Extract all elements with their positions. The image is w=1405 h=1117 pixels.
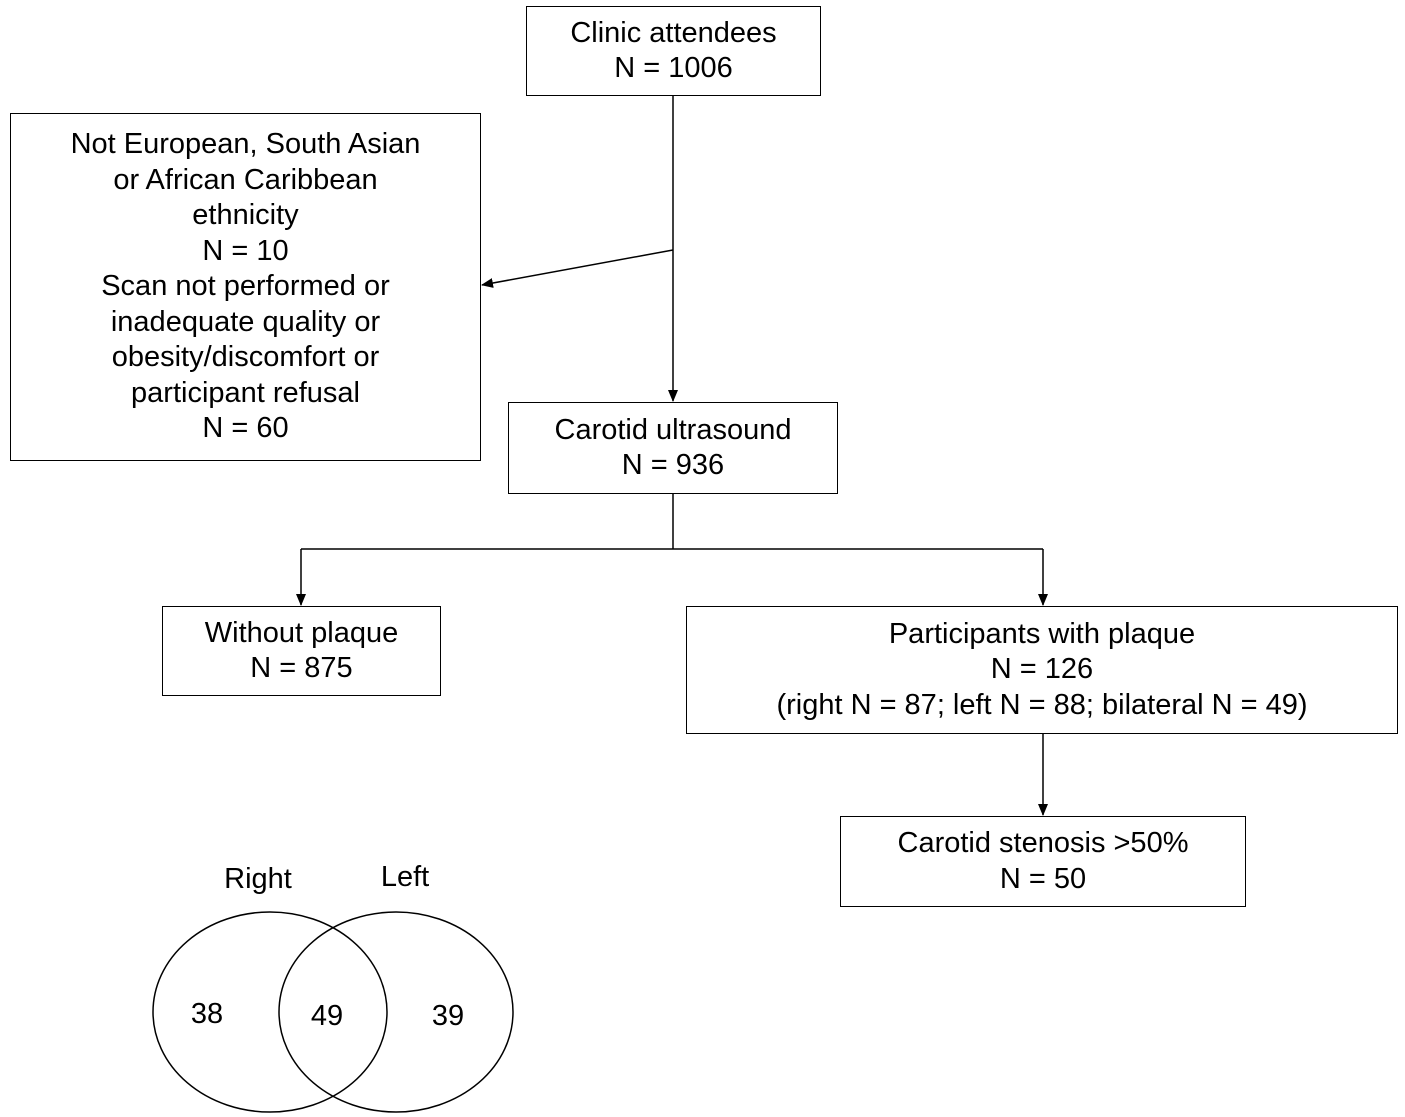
clinic-attendees-count: N = 1006 <box>614 52 733 84</box>
venn-label-right: Right <box>224 863 292 895</box>
without-plaque-box: Without plaque N = 875 <box>162 606 441 696</box>
carotid-ultrasound-box: Carotid ultrasound N = 936 <box>508 402 838 494</box>
venn-circle-left <box>278 911 514 1113</box>
excluded-scan-line-3: obesity/discomfort or <box>111 341 380 374</box>
excluded-scan-line-4: participant refusal <box>131 376 360 409</box>
excluded-scan-line-2: inadequate quality or <box>110 305 381 338</box>
excluded-ethnicity-line-1: Not European, South Asian <box>70 128 421 161</box>
venn-circle-right <box>152 911 388 1113</box>
arrow-to-excluded <box>481 249 674 288</box>
excluded-participants-box: Not European, South Asian or African Car… <box>10 113 481 461</box>
venn-label-left: Left <box>381 861 429 893</box>
with-plaque-detail: (right N = 87; left N = 88; bilateral N … <box>776 688 1308 721</box>
venn-right-only-count: 38 <box>191 998 223 1030</box>
carotid-stenosis-box: Carotid stenosis >50% N = 50 <box>840 816 1246 907</box>
without-plaque-label: Without plaque <box>204 616 399 649</box>
carotid-ultrasound-label: Carotid ultrasound <box>554 413 792 446</box>
carotid-ultrasound-count: N = 936 <box>621 449 725 481</box>
with-plaque-label: Participants with plaque <box>888 617 1196 650</box>
excluded-ethnicity-line-3: ethnicity <box>192 199 299 232</box>
with-plaque-box: Participants with plaque N = 126 (right … <box>686 606 1398 734</box>
venn-left-only-count: 39 <box>432 1000 464 1032</box>
excluded-scan-count: N = 60 <box>202 412 289 445</box>
without-plaque-count: N = 875 <box>250 652 353 684</box>
clinic-attendees-box: Clinic attendees N = 1006 <box>526 6 821 96</box>
venn-overlap-count: 49 <box>311 1000 343 1032</box>
carotid-stenosis-count: N = 50 <box>999 862 1087 895</box>
excluded-ethnicity-count: N = 10 <box>202 234 289 267</box>
clinic-attendees-label: Clinic attendees <box>570 16 777 49</box>
excluded-ethnicity-line-2: or African Caribbean <box>113 163 378 196</box>
with-plaque-count: N = 126 <box>990 653 1094 686</box>
venn-diagram: Right Left 38 49 39 <box>152 861 514 1113</box>
carotid-stenosis-label: Carotid stenosis >50% <box>897 827 1189 859</box>
excluded-scan-line-1: Scan not performed or <box>101 270 390 303</box>
